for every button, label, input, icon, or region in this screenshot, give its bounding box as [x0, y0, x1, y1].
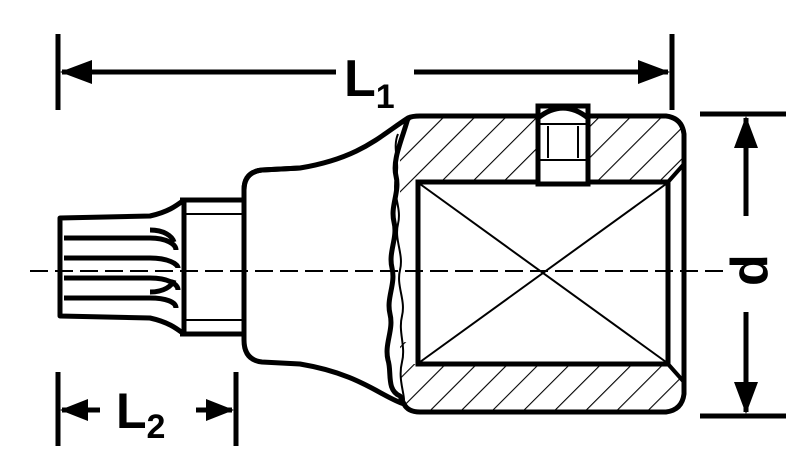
d-label: d	[721, 254, 779, 286]
detent-pin	[535, 103, 591, 187]
l1-arrow-left	[60, 60, 92, 84]
l1-arrow-right	[638, 60, 670, 84]
l2-arrow-right	[206, 399, 234, 421]
l1-label: L1	[344, 50, 395, 116]
socket-head	[400, 103, 687, 415]
spline-bit	[57, 197, 187, 337]
drive-cavity	[412, 182, 684, 364]
drive-chamfer	[666, 162, 686, 384]
spline-teeth	[64, 227, 181, 309]
shank-outline	[180, 197, 247, 337]
collar	[241, 165, 301, 191]
square-drive-diagonal-2	[419, 183, 667, 363]
dimension-d: d	[700, 111, 786, 419]
l2-label: L2	[116, 383, 165, 446]
d-arrow-bottom	[734, 382, 758, 414]
neck-inner-edge	[394, 133, 405, 401]
socket-neck	[241, 115, 411, 407]
drive-bore	[400, 206, 420, 342]
spline-bit-outline	[57, 197, 187, 337]
dimension-l1: L1	[55, 34, 675, 116]
bit-shank	[180, 197, 247, 337]
l2-arrow-left	[60, 399, 88, 421]
collar-outline	[241, 165, 301, 191]
neck-body	[241, 115, 411, 407]
dimension-l2: L2	[55, 372, 239, 446]
socket-head-outline	[401, 113, 687, 415]
d-arrow-top	[734, 116, 758, 148]
